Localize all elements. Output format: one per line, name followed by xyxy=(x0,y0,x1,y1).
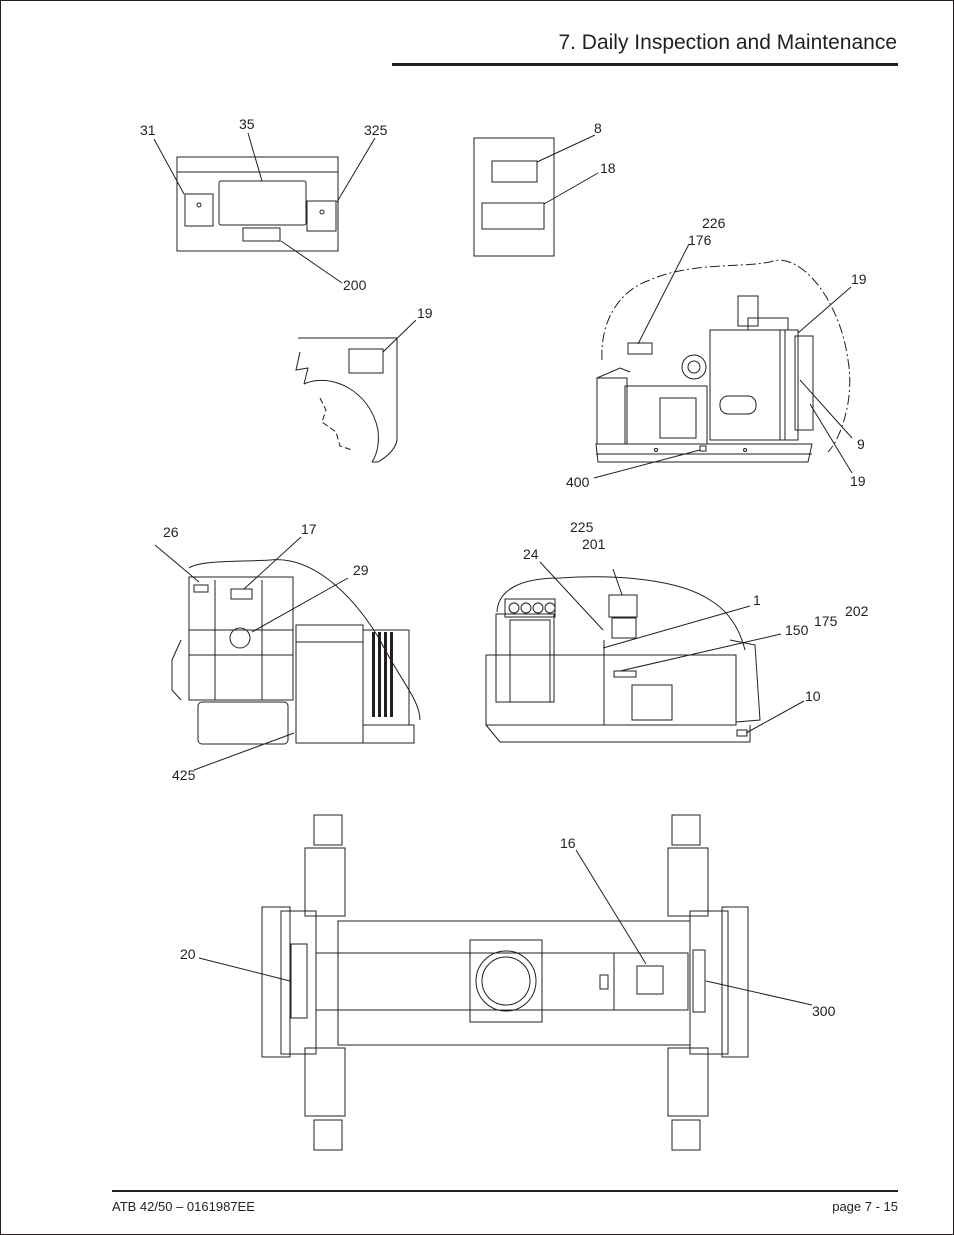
header-rule xyxy=(392,63,898,66)
callout-300: 300 xyxy=(812,1003,836,1019)
callout-19-engine-bottom: 19 xyxy=(850,473,866,489)
side-view-drawing xyxy=(485,561,805,743)
chassis-drawing xyxy=(198,814,813,1151)
callout-18: 18 xyxy=(600,160,616,176)
callout-labels: 31 35 325 200 8 18 19 226 176 19 9 19 40… xyxy=(140,116,869,1019)
callout-325: 325 xyxy=(364,122,388,138)
callout-201: 201 xyxy=(582,536,606,552)
callout-175: 175 xyxy=(814,613,838,629)
control-panel-drawing xyxy=(153,132,376,284)
callout-19-engine-top: 19 xyxy=(851,271,867,287)
footer-document-id: ATB 42/50 – 0161987EE xyxy=(112,1199,255,1214)
engine-drawing xyxy=(593,243,853,479)
callout-26: 26 xyxy=(163,524,179,540)
hood-corner-drawing xyxy=(295,319,417,463)
footer-rule xyxy=(112,1190,898,1192)
callout-29: 29 xyxy=(353,562,369,578)
callout-10: 10 xyxy=(805,688,821,704)
callout-24: 24 xyxy=(523,546,539,562)
callout-425: 425 xyxy=(172,767,196,783)
callout-150: 150 xyxy=(785,622,809,638)
door-panel-drawing xyxy=(473,134,599,257)
callout-226: 226 xyxy=(702,215,726,231)
callout-225: 225 xyxy=(570,519,594,535)
callout-31: 31 xyxy=(140,122,156,138)
callout-20: 20 xyxy=(180,946,196,962)
callout-19-hood: 19 xyxy=(417,305,433,321)
callout-200: 200 xyxy=(343,277,367,293)
callout-400: 400 xyxy=(566,474,590,490)
callout-35: 35 xyxy=(239,116,255,132)
callout-9: 9 xyxy=(857,436,865,452)
callout-17: 17 xyxy=(301,521,317,537)
callout-8: 8 xyxy=(594,120,602,136)
page-title: 7. Daily Inspection and Maintenance xyxy=(558,31,897,54)
callout-1: 1 xyxy=(753,592,761,608)
footer-page-number: page 7 - 15 xyxy=(832,1199,898,1214)
callout-16: 16 xyxy=(560,835,576,851)
rear-view-drawing xyxy=(154,536,421,771)
rear-view-grille xyxy=(372,632,393,717)
callout-176: 176 xyxy=(688,232,712,248)
callout-202: 202 xyxy=(845,603,869,619)
